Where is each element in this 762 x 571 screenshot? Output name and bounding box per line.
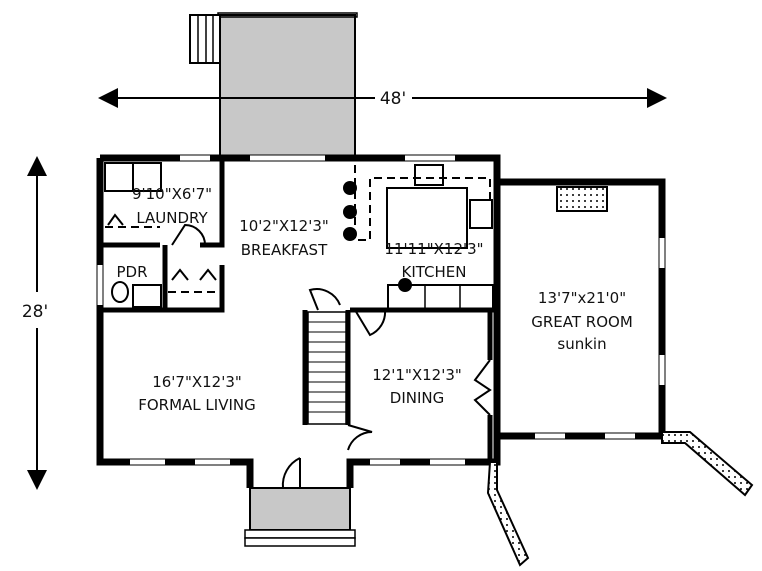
rear-deck bbox=[189, 12, 358, 159]
width-label: 48' bbox=[380, 89, 406, 109]
width-dimension: 48' bbox=[98, 88, 667, 109]
room-great-room: 13'7"x21'0" GREAT ROOM sunkin bbox=[531, 289, 633, 353]
formal-living-size: 16'7"X12'3" bbox=[152, 373, 242, 391]
kitchen-name: KITCHEN bbox=[402, 263, 467, 281]
sink-icon bbox=[132, 284, 162, 308]
dining-name: DINING bbox=[390, 389, 444, 407]
dining-size: 12'1"X12'3" bbox=[372, 366, 462, 384]
laundry-name: LAUNDRY bbox=[136, 209, 208, 227]
great-room-size: 13'7"x21'0" bbox=[538, 289, 626, 307]
great-room-note: sunkin bbox=[557, 335, 606, 353]
room-kitchen: 11'11"X12'3" KITCHEN bbox=[384, 240, 483, 281]
side-walkway-left bbox=[486, 461, 530, 567]
great-room-name: GREAT ROOM bbox=[531, 313, 633, 331]
laundry-size: 9'10"X6'7" bbox=[132, 185, 212, 203]
depth-dimension: 28' bbox=[22, 156, 48, 490]
breakfast-size: 10'2"X12'3" bbox=[239, 217, 329, 235]
laundry-fixtures bbox=[104, 162, 220, 308]
doors bbox=[171, 223, 492, 489]
kitchen-fixtures bbox=[343, 164, 494, 310]
depth-label: 28' bbox=[22, 302, 48, 322]
sink-icon bbox=[414, 164, 444, 186]
room-breakfast: 10'2"X12'3" BREAKFAST bbox=[239, 217, 329, 259]
room-laundry: 9'10"X6'7" LAUNDRY bbox=[132, 185, 212, 227]
formal-living-name: FORMAL LIVING bbox=[138, 396, 256, 414]
room-dining: 12'1"X12'3" DINING bbox=[372, 366, 462, 407]
room-formal-living: 16'7"X12'3" FORMAL LIVING bbox=[138, 373, 256, 414]
front-porch bbox=[244, 487, 356, 547]
breakfast-name: BREAKFAST bbox=[241, 241, 328, 259]
toilet-icon bbox=[111, 281, 129, 303]
range-icon bbox=[469, 199, 493, 229]
pdr-name: PDR bbox=[116, 263, 147, 281]
side-walkway-right bbox=[661, 431, 754, 497]
kitchen-size: 11'11"X12'3" bbox=[384, 240, 483, 258]
fireplace-icon bbox=[556, 186, 608, 212]
exterior-walls bbox=[96, 154, 666, 488]
staircase bbox=[307, 311, 347, 425]
